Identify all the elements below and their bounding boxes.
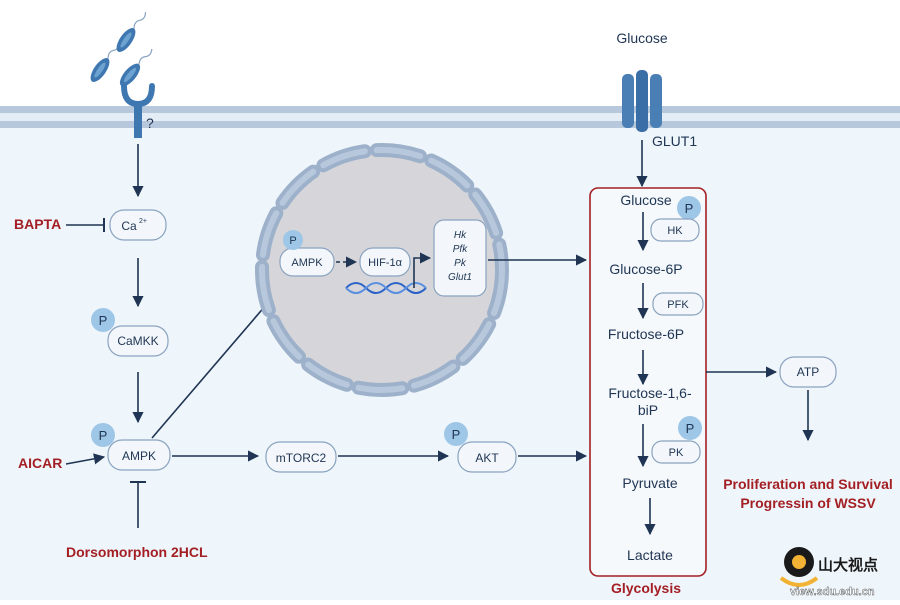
mtorc2-label: mTORC2 (276, 451, 327, 465)
dorsomorphon-label: Dorsomorphon 2HCL (66, 544, 208, 560)
hif-label: HIF-1α (368, 257, 403, 269)
watermark-cn-text: 山大视点 (818, 556, 878, 574)
atp-label: ATP (797, 365, 819, 379)
glucose-label: Glucose (620, 192, 672, 208)
aicar-label: AICAR (18, 455, 62, 471)
akt-phospho-badge: P (444, 422, 468, 446)
cell-membrane (0, 106, 900, 128)
hk-label: HK (667, 225, 683, 237)
svg-text:P: P (452, 427, 461, 442)
svg-text:P: P (686, 421, 695, 436)
bacteria-icon (90, 12, 153, 87)
glucose6p-label: Glucose-6P (609, 261, 682, 277)
ca-superscript: 2+ (139, 218, 147, 225)
gene-glut1: Glut1 (448, 272, 472, 283)
nuclear-ampk-node: AMPK (279, 247, 335, 277)
hif-node: HIF-1α (359, 247, 411, 277)
outcome-line1: Proliferation and Survival (723, 476, 893, 492)
svg-text:P: P (289, 235, 296, 247)
bapta-inhibition (66, 218, 105, 232)
hk-enzyme-node: HK (650, 218, 700, 242)
ampk-node: AMPK (107, 439, 171, 471)
ca-label: Ca (121, 219, 137, 233)
glycolysis-box (589, 187, 707, 577)
target-genes-node: Hk Pfk Pk Glut1 (433, 219, 487, 297)
svg-text:P: P (685, 201, 694, 216)
pk-label: PK (669, 447, 684, 459)
glucose-outside-label: Glucose (616, 30, 668, 46)
lactate-label: Lactate (627, 547, 673, 563)
ampk-phospho-badge: P (91, 423, 115, 447)
camkk-label: CaMKK (117, 334, 158, 348)
gene-pk: Pk (454, 258, 467, 269)
akt-label: AKT (475, 451, 499, 465)
mtorc2-node: mTORC2 (265, 441, 337, 473)
hk-phospho-badge: P (677, 196, 701, 220)
atp-node: ATP (779, 356, 837, 388)
bapta-label: BAPTA (14, 216, 61, 232)
pyruvate-label: Pyruvate (622, 475, 677, 491)
pk-enzyme-node: PK (651, 440, 701, 464)
gene-hk: Hk (454, 230, 467, 241)
camkk-node: CaMKK (107, 325, 169, 357)
fructose16-label-line2: biP (638, 402, 658, 418)
glut1-label: GLUT1 (652, 133, 697, 149)
glut1-transporter-icon (622, 70, 662, 132)
outcome-line2: Progressin of WSSV (740, 495, 876, 511)
svg-text:P: P (99, 313, 108, 328)
fructose16-label-line1: Fructose-1,6- (608, 385, 692, 401)
watermark-url: view.sdu.edu.cn (790, 586, 875, 598)
receptor-icon (121, 83, 155, 138)
glycolysis-title: Glycolysis (611, 580, 681, 596)
gene-pfk: Pfk (453, 244, 468, 255)
svg-text:P: P (99, 428, 108, 443)
receptor-question-label: ? (146, 115, 154, 131)
pfk-label: PFK (667, 299, 689, 311)
pk-phospho-badge: P (678, 416, 702, 440)
aicar-arrow (65, 453, 106, 465)
watermark-logo-icon (779, 547, 819, 587)
ca-node: Ca 2+ (109, 209, 167, 241)
camkk-phospho-badge: P (91, 308, 115, 332)
nuclear-ampk-label: AMPK (291, 257, 323, 269)
pfk-enzyme-node: PFK (652, 292, 704, 316)
dna-helix-icon (345, 282, 427, 294)
fructose6p-label: Fructose-6P (608, 326, 684, 342)
ampk-label: AMPK (122, 449, 156, 463)
dorsomorphon-inhibition (130, 481, 146, 528)
hif-to-genes-arrow (413, 252, 432, 288)
akt-node: AKT (457, 441, 517, 473)
nuclear-ampk-phospho-badge: P (283, 230, 303, 250)
